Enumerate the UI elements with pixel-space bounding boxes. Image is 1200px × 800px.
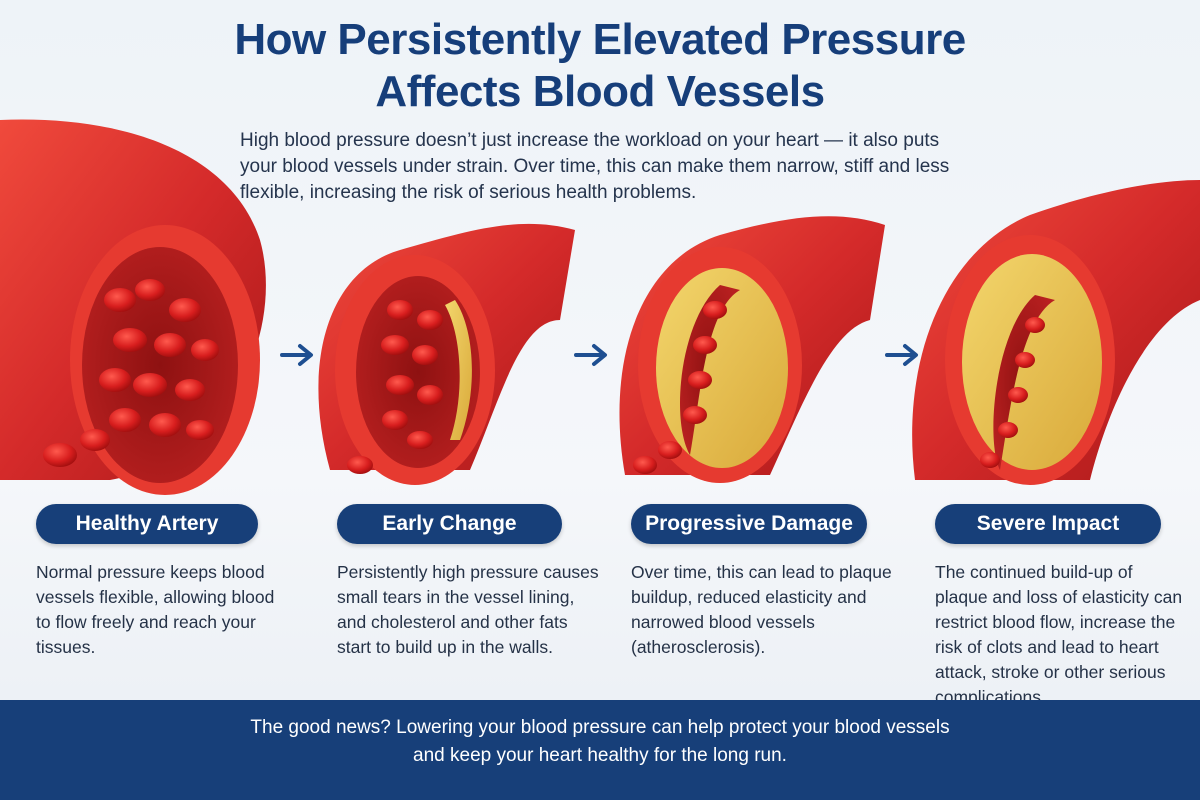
stage-description-severe-impact: The continued build-up of plaque and los… bbox=[935, 562, 1183, 707]
severe-impact-illustration bbox=[912, 180, 1200, 485]
progressive-damage-illustration bbox=[619, 216, 885, 483]
right-arrow-icon bbox=[885, 344, 918, 366]
stage-label-severe-impact: Severe Impact bbox=[935, 504, 1161, 544]
stage-label-progressive-damage: Progressive Damage bbox=[631, 504, 867, 544]
title-line-2: Affects Blood Vessels bbox=[375, 67, 825, 116]
intro-text: High blood pressure doesn’t just increas… bbox=[240, 130, 950, 203]
stage-description-early-change: Persistently high pressure causes small … bbox=[337, 562, 599, 657]
artery-illustrations bbox=[0, 119, 1200, 495]
title-line-1: How Persistently Elevated Pressure bbox=[234, 15, 966, 64]
stage-description-healthy-artery: Normal pressure keeps blood vessels flex… bbox=[36, 562, 275, 657]
stage-label-early-change: Early Change bbox=[337, 504, 562, 544]
stage-description-progressive-damage: Over time, this can lead to plaque build… bbox=[631, 562, 892, 657]
early-change-illustration bbox=[318, 223, 575, 485]
page-title: How Persistently Elevated Pressure Affec… bbox=[0, 14, 1200, 118]
right-arrow-icon bbox=[280, 344, 313, 366]
footer-banner: The good news? Lowering your blood press… bbox=[0, 700, 1200, 800]
footer-line-1: The good news? Lowering your blood press… bbox=[250, 717, 950, 738]
right-arrow-icon bbox=[574, 344, 607, 366]
footer-line-2: and keep your heart healthy for the long… bbox=[413, 745, 787, 766]
healthy-artery-illustration bbox=[0, 119, 266, 495]
stage-label-healthy-artery: Healthy Artery bbox=[36, 504, 258, 544]
